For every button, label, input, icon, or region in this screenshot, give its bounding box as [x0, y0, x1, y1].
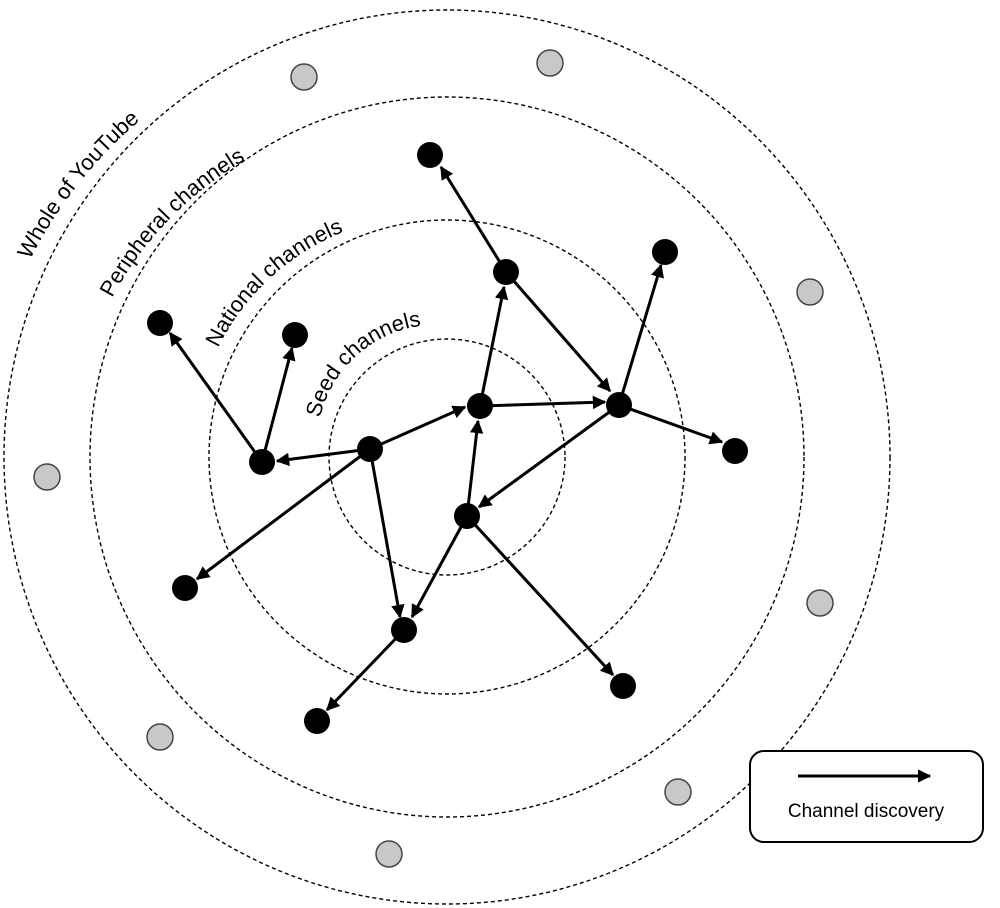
undiscovered-channel-node — [33, 463, 61, 491]
label-whole-youtube: Whole of YouTube — [12, 105, 143, 262]
undiscovered-channel-node — [664, 778, 692, 806]
edge — [275, 447, 371, 467]
edge — [410, 515, 469, 619]
channel-node — [606, 392, 632, 418]
legend-label: Channel discovery — [788, 801, 945, 822]
channel-node — [467, 393, 493, 419]
undiscovered-channel-node — [796, 278, 824, 306]
edge — [618, 403, 724, 445]
channel-node — [304, 708, 330, 734]
channel-node — [652, 239, 678, 265]
channel-node — [454, 503, 480, 529]
edge — [465, 419, 484, 517]
edge — [369, 405, 467, 451]
channel-node — [610, 673, 636, 699]
undiscovered-channel-node — [536, 49, 564, 77]
edge — [465, 514, 615, 677]
edge — [439, 165, 508, 273]
edge — [195, 447, 371, 581]
edge — [479, 395, 607, 410]
label-seed-channels: Seed channels — [301, 306, 423, 419]
undiscovered-channel-node — [290, 63, 318, 91]
channel-node — [391, 617, 417, 643]
undiscovered-channels — [33, 49, 834, 868]
channel-node — [357, 436, 383, 462]
channel-node — [417, 142, 443, 168]
undiscovered-channel-node — [806, 589, 834, 617]
discovery-edges — [168, 165, 724, 712]
label-peripheral-channels: Peripheral channels — [94, 143, 248, 301]
undiscovered-channel-node — [375, 840, 403, 868]
undiscovered-channel-node — [146, 723, 174, 751]
ring-seed-channels — [328, 338, 566, 576]
channel-node — [172, 575, 198, 601]
channel-node — [147, 310, 173, 336]
edge — [617, 263, 664, 406]
edge — [260, 346, 296, 463]
edge — [325, 628, 406, 712]
channel-node — [493, 259, 519, 285]
edge — [478, 285, 509, 407]
ring-whole-youtube — [3, 9, 891, 905]
edge — [368, 448, 405, 619]
label-national-channels: National channels — [200, 213, 346, 350]
ring-peripheral-channels — [89, 96, 805, 818]
channel-node — [282, 322, 308, 348]
channel-node — [249, 449, 275, 475]
legend: Channel discovery — [749, 750, 984, 843]
edge — [477, 403, 620, 509]
ring-national-channels — [208, 219, 686, 695]
edge — [168, 331, 264, 463]
discovered-channels — [147, 142, 748, 734]
channel-node — [722, 438, 748, 464]
legend-box — [749, 750, 984, 843]
edge — [504, 271, 612, 393]
